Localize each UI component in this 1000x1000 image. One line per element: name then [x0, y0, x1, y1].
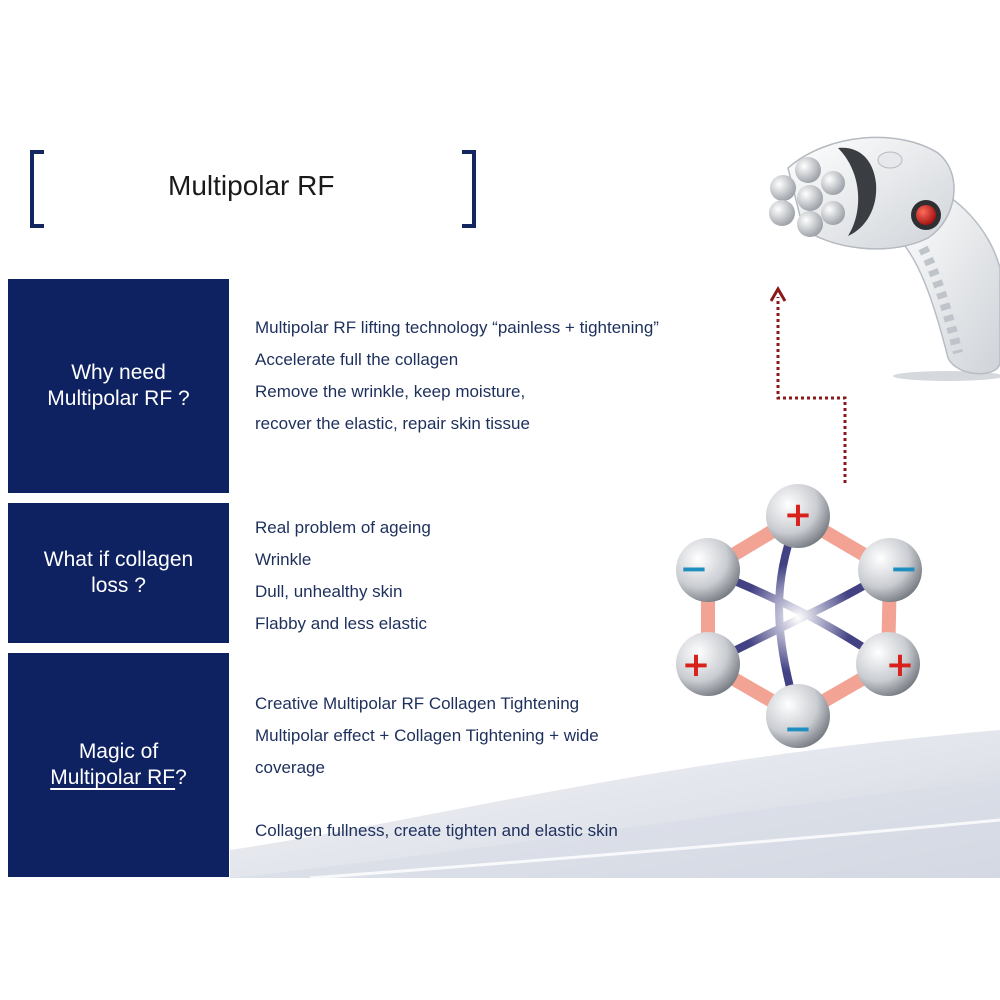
electrode-minus-label: − [784, 709, 813, 749]
section-1-line: recover the elastic, repair skin tissue [255, 414, 530, 433]
rf-handpiece-device-icon [769, 136, 1000, 381]
section-2-line: Real problem of ageing [255, 518, 431, 537]
section-label-why: Why need Multipolar RF ? [8, 279, 229, 493]
electrode-diagram-icon: + − + − + − [676, 484, 922, 749]
section-3-line: Collagen fullness, create tighten and el… [255, 821, 618, 840]
title-bracket-left [30, 150, 44, 228]
label-line: What if collagen [43, 548, 194, 571]
label-line: loss ? [91, 574, 146, 597]
label-line: Multipolar RF ? [47, 387, 190, 410]
section-3-line: Multipolar effect + Collagen Tightening … [255, 726, 599, 745]
dotted-arrow-icon [770, 286, 847, 483]
title-bracket-right [462, 150, 476, 228]
section-2-line: Wrinkle [255, 550, 312, 569]
background-sweep [230, 730, 1000, 878]
electrode-minus-label: − [680, 549, 709, 589]
section-1-line: Remove the wrinkle, keep moisture, [255, 382, 526, 401]
label-line: Why need [71, 361, 166, 384]
page-title: Multipolar RF [168, 170, 335, 201]
section-label-magic: Magic of Multipolar RF? [8, 653, 229, 877]
section-1-line: Multipolar RF lifting technology “painle… [255, 318, 659, 337]
section-label-what-if: What if collagen loss ? [8, 503, 229, 643]
section-2-line: Dull, unhealthy skin [255, 582, 403, 601]
electrode-plus-label: + [784, 495, 813, 535]
section-3-line: coverage [255, 758, 325, 777]
electrode-plus-label: + [886, 645, 915, 685]
label-line-suffix: ? [175, 766, 187, 789]
label-line: Magic of [78, 740, 159, 763]
electrode-minus-label: − [890, 549, 919, 589]
label-line-underlined: Multipolar RF [50, 766, 176, 789]
section-2-line: Flabby and less elastic [255, 614, 427, 633]
section-1-line: Accelerate full the collagen [255, 350, 459, 369]
section-3-line: Creative Multipolar RF Collagen Tighteni… [255, 694, 580, 713]
electrode-plus-label: + [682, 645, 711, 685]
